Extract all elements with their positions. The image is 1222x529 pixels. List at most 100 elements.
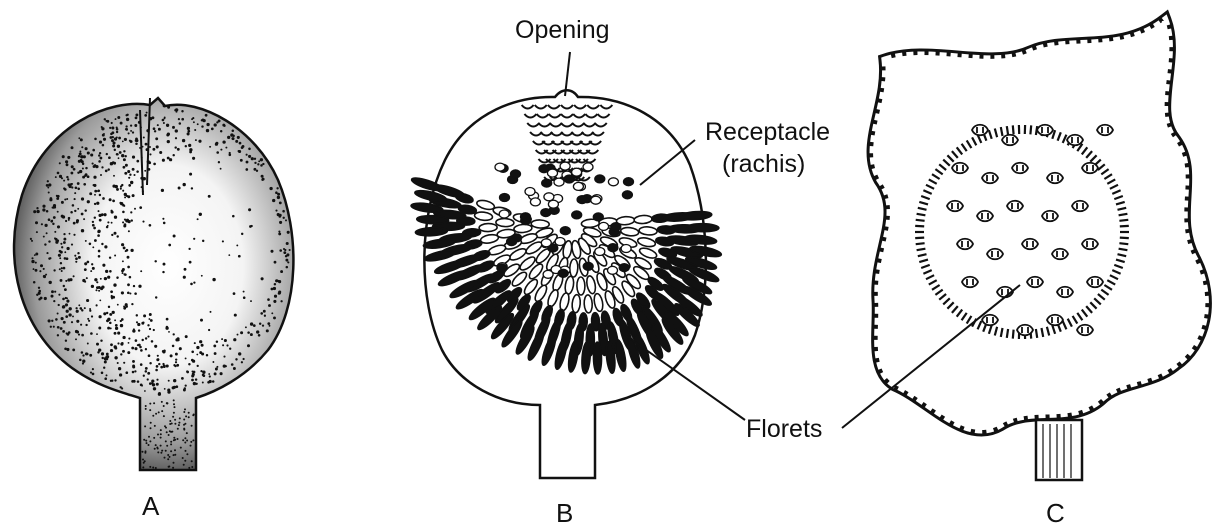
stipple-dot (214, 352, 217, 355)
stipple-dot (124, 219, 126, 221)
stipple-dot (36, 231, 38, 233)
stipple-dot (179, 347, 182, 350)
stipple-dot (153, 402, 155, 404)
stipple-dot (189, 261, 192, 264)
stipple-dot (122, 221, 124, 223)
stipple-dot (109, 198, 112, 201)
stipple-dot (70, 211, 73, 214)
stipple-dot (222, 344, 224, 346)
stipple-dot (144, 460, 146, 462)
stipple-dot (173, 379, 176, 382)
stipple-dot (114, 379, 116, 381)
floret (962, 277, 978, 288)
stipple-dot (59, 162, 61, 164)
stipple-dot (269, 187, 272, 190)
stipple-dot (174, 146, 176, 148)
stipple-dot (121, 184, 123, 186)
stipple-dot (192, 373, 195, 376)
stipple-dot (93, 165, 96, 168)
stipple-dot (230, 133, 233, 136)
stipple-dot (125, 371, 128, 374)
panel-label-c: C (1046, 498, 1065, 528)
stipple-dot (148, 436, 150, 438)
stipple-dot (61, 317, 64, 320)
stipple-dot (139, 147, 141, 149)
stipple-dot (231, 137, 234, 140)
stipple-dot (278, 231, 280, 233)
stipple-dot (69, 233, 71, 235)
stipple-dot (234, 314, 237, 317)
panel-c-flat-receptacle (873, 20, 1205, 480)
stipple-dot (101, 372, 104, 375)
stipple-dot (108, 306, 110, 308)
stipple-dot (260, 312, 263, 315)
stipple-dot (123, 150, 125, 152)
stipple-dot (178, 187, 181, 190)
stipple-dot (172, 386, 175, 389)
stipple-dot (193, 121, 195, 123)
stipple-dot (142, 322, 144, 324)
stipple-dot (223, 125, 225, 127)
stipple-dot (175, 129, 178, 132)
stipple-dot (43, 236, 45, 238)
stipple-dot (168, 331, 170, 333)
stipple-dot (117, 362, 119, 364)
stipple-dot (94, 194, 96, 196)
stipple-dot (66, 310, 69, 313)
stipple-dot (247, 331, 250, 334)
stipple-dot (85, 167, 87, 169)
fig-c-outline-inner (873, 20, 1205, 430)
stipple-dot (170, 441, 172, 443)
stipple-dot (256, 170, 258, 172)
stipple-dot (99, 300, 101, 302)
floret (982, 315, 998, 326)
stipple-dot (123, 305, 125, 307)
stipple-dot (156, 145, 159, 148)
stipple-dot (64, 288, 67, 291)
label-receptacle: Receptacle (705, 118, 830, 146)
stipple-dot (278, 215, 281, 218)
stipple-dot (167, 133, 170, 136)
stipple-dot (278, 280, 280, 282)
stipple-dot (160, 429, 162, 431)
stipple-dot (160, 437, 162, 439)
stipple-dot (48, 319, 51, 322)
stipple-dot (286, 242, 289, 245)
stipple-dot (215, 143, 218, 146)
stipple-dot (71, 186, 73, 188)
stipple-dot (124, 138, 127, 141)
stipple-dot (130, 249, 133, 252)
stipple-dot (202, 118, 204, 120)
stipple-dot (189, 173, 192, 176)
floret (608, 266, 618, 274)
stipple-dot (174, 449, 176, 451)
stipple-dot (114, 319, 116, 321)
floret (1017, 325, 1033, 336)
stipple-dot (134, 292, 137, 295)
ring-floret (917, 249, 926, 251)
stipple-dot (65, 220, 67, 222)
stipple-dot (81, 334, 84, 337)
stipple-dot (187, 130, 190, 133)
stipple-dot (62, 298, 65, 301)
stipple-dot (262, 324, 264, 326)
stipple-dot (140, 126, 142, 128)
stipple-dot (69, 278, 72, 281)
stipple-dot (213, 344, 216, 347)
stipple-dot (246, 161, 249, 164)
stipple-dot (93, 184, 96, 187)
stipple-dot (94, 203, 96, 205)
stipple-dot (119, 373, 122, 376)
stipple-dot (93, 227, 96, 230)
stipple-dot (79, 359, 82, 362)
stipple-dot (216, 340, 218, 342)
stipple-dot (66, 176, 68, 178)
stipple-dot (183, 411, 185, 413)
stipple-dot (149, 440, 151, 442)
stipple-dot (154, 448, 156, 450)
stipple-dot (178, 118, 180, 120)
stipple-dot (59, 175, 62, 178)
stipple-dot (172, 154, 174, 156)
stipple-dot (156, 365, 159, 368)
stipple-dot (161, 189, 164, 192)
